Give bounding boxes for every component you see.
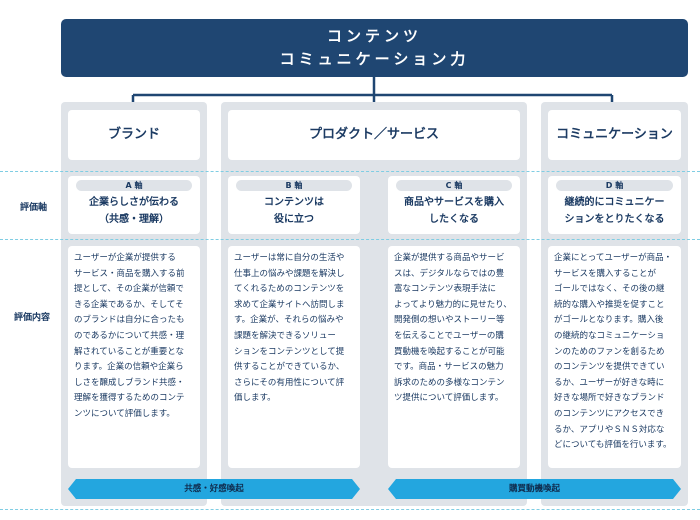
axis-id: A 軸 xyxy=(76,180,192,191)
side-label-content: 評価内容 xyxy=(14,313,51,323)
description-brand: ユーザーが企業が提供する サービス・商品を購入する前 提として、その企業が信頼で… xyxy=(68,246,200,468)
description-communication: 企業にとってユーザーが商品・ サービスを購入することが ゴールではなく、その後の… xyxy=(548,246,681,468)
axis-b-box: B 軸 コンテンツは 役に立つ xyxy=(228,176,360,234)
side-label-axis: 評価軸 xyxy=(20,203,48,213)
header-title-line1: コンテンツ xyxy=(326,27,422,45)
header-title: コンテンツ コミュニケーション力 xyxy=(61,19,688,77)
axis-title: 商品やサービスを購入 したくなる xyxy=(404,197,504,225)
axis-a-box: A 軸 企業らしさが伝わる （共感・理解） xyxy=(68,176,200,234)
header-title-line2: コミュニケーション力 xyxy=(279,50,470,68)
axis-c-box: C 軸 商品やサービスを購入 したくなる xyxy=(388,176,520,234)
axis-id: D 軸 xyxy=(556,180,673,191)
divider-dashed xyxy=(0,239,700,240)
divider-dashed xyxy=(0,509,700,510)
category-brand: ブランド xyxy=(68,110,200,160)
axis-id: C 軸 xyxy=(396,180,512,191)
description-service: 企業が提供する商品やサービ スは、デジタルならではの豊 富なコンテンツ表現手法に… xyxy=(388,246,520,468)
axis-title: 企業らしさが伝わる （共感・理解） xyxy=(89,197,179,225)
axis-d-box: D 軸 継続的にコミュニケー ションをとりたくなる xyxy=(548,176,681,234)
axis-id: B 軸 xyxy=(236,180,352,191)
banner-purchase-motive: 購買動機喚起 xyxy=(388,479,681,499)
category-communication: コミュニケーション xyxy=(548,110,681,160)
axis-title: 継続的にコミュニケー ションをとりたくなる xyxy=(564,197,665,225)
description-product: ユーザーは常に自分の生活や 仕事上の悩みや課題を解決し てくれるためのコンテンツ… xyxy=(228,246,360,468)
divider-dashed xyxy=(0,171,700,172)
axis-title: コンテンツは 役に立つ xyxy=(264,197,324,225)
banner-empathy: 共感・好感喚起 xyxy=(68,479,360,499)
category-product-service: プロダクト／サービス xyxy=(228,110,520,160)
